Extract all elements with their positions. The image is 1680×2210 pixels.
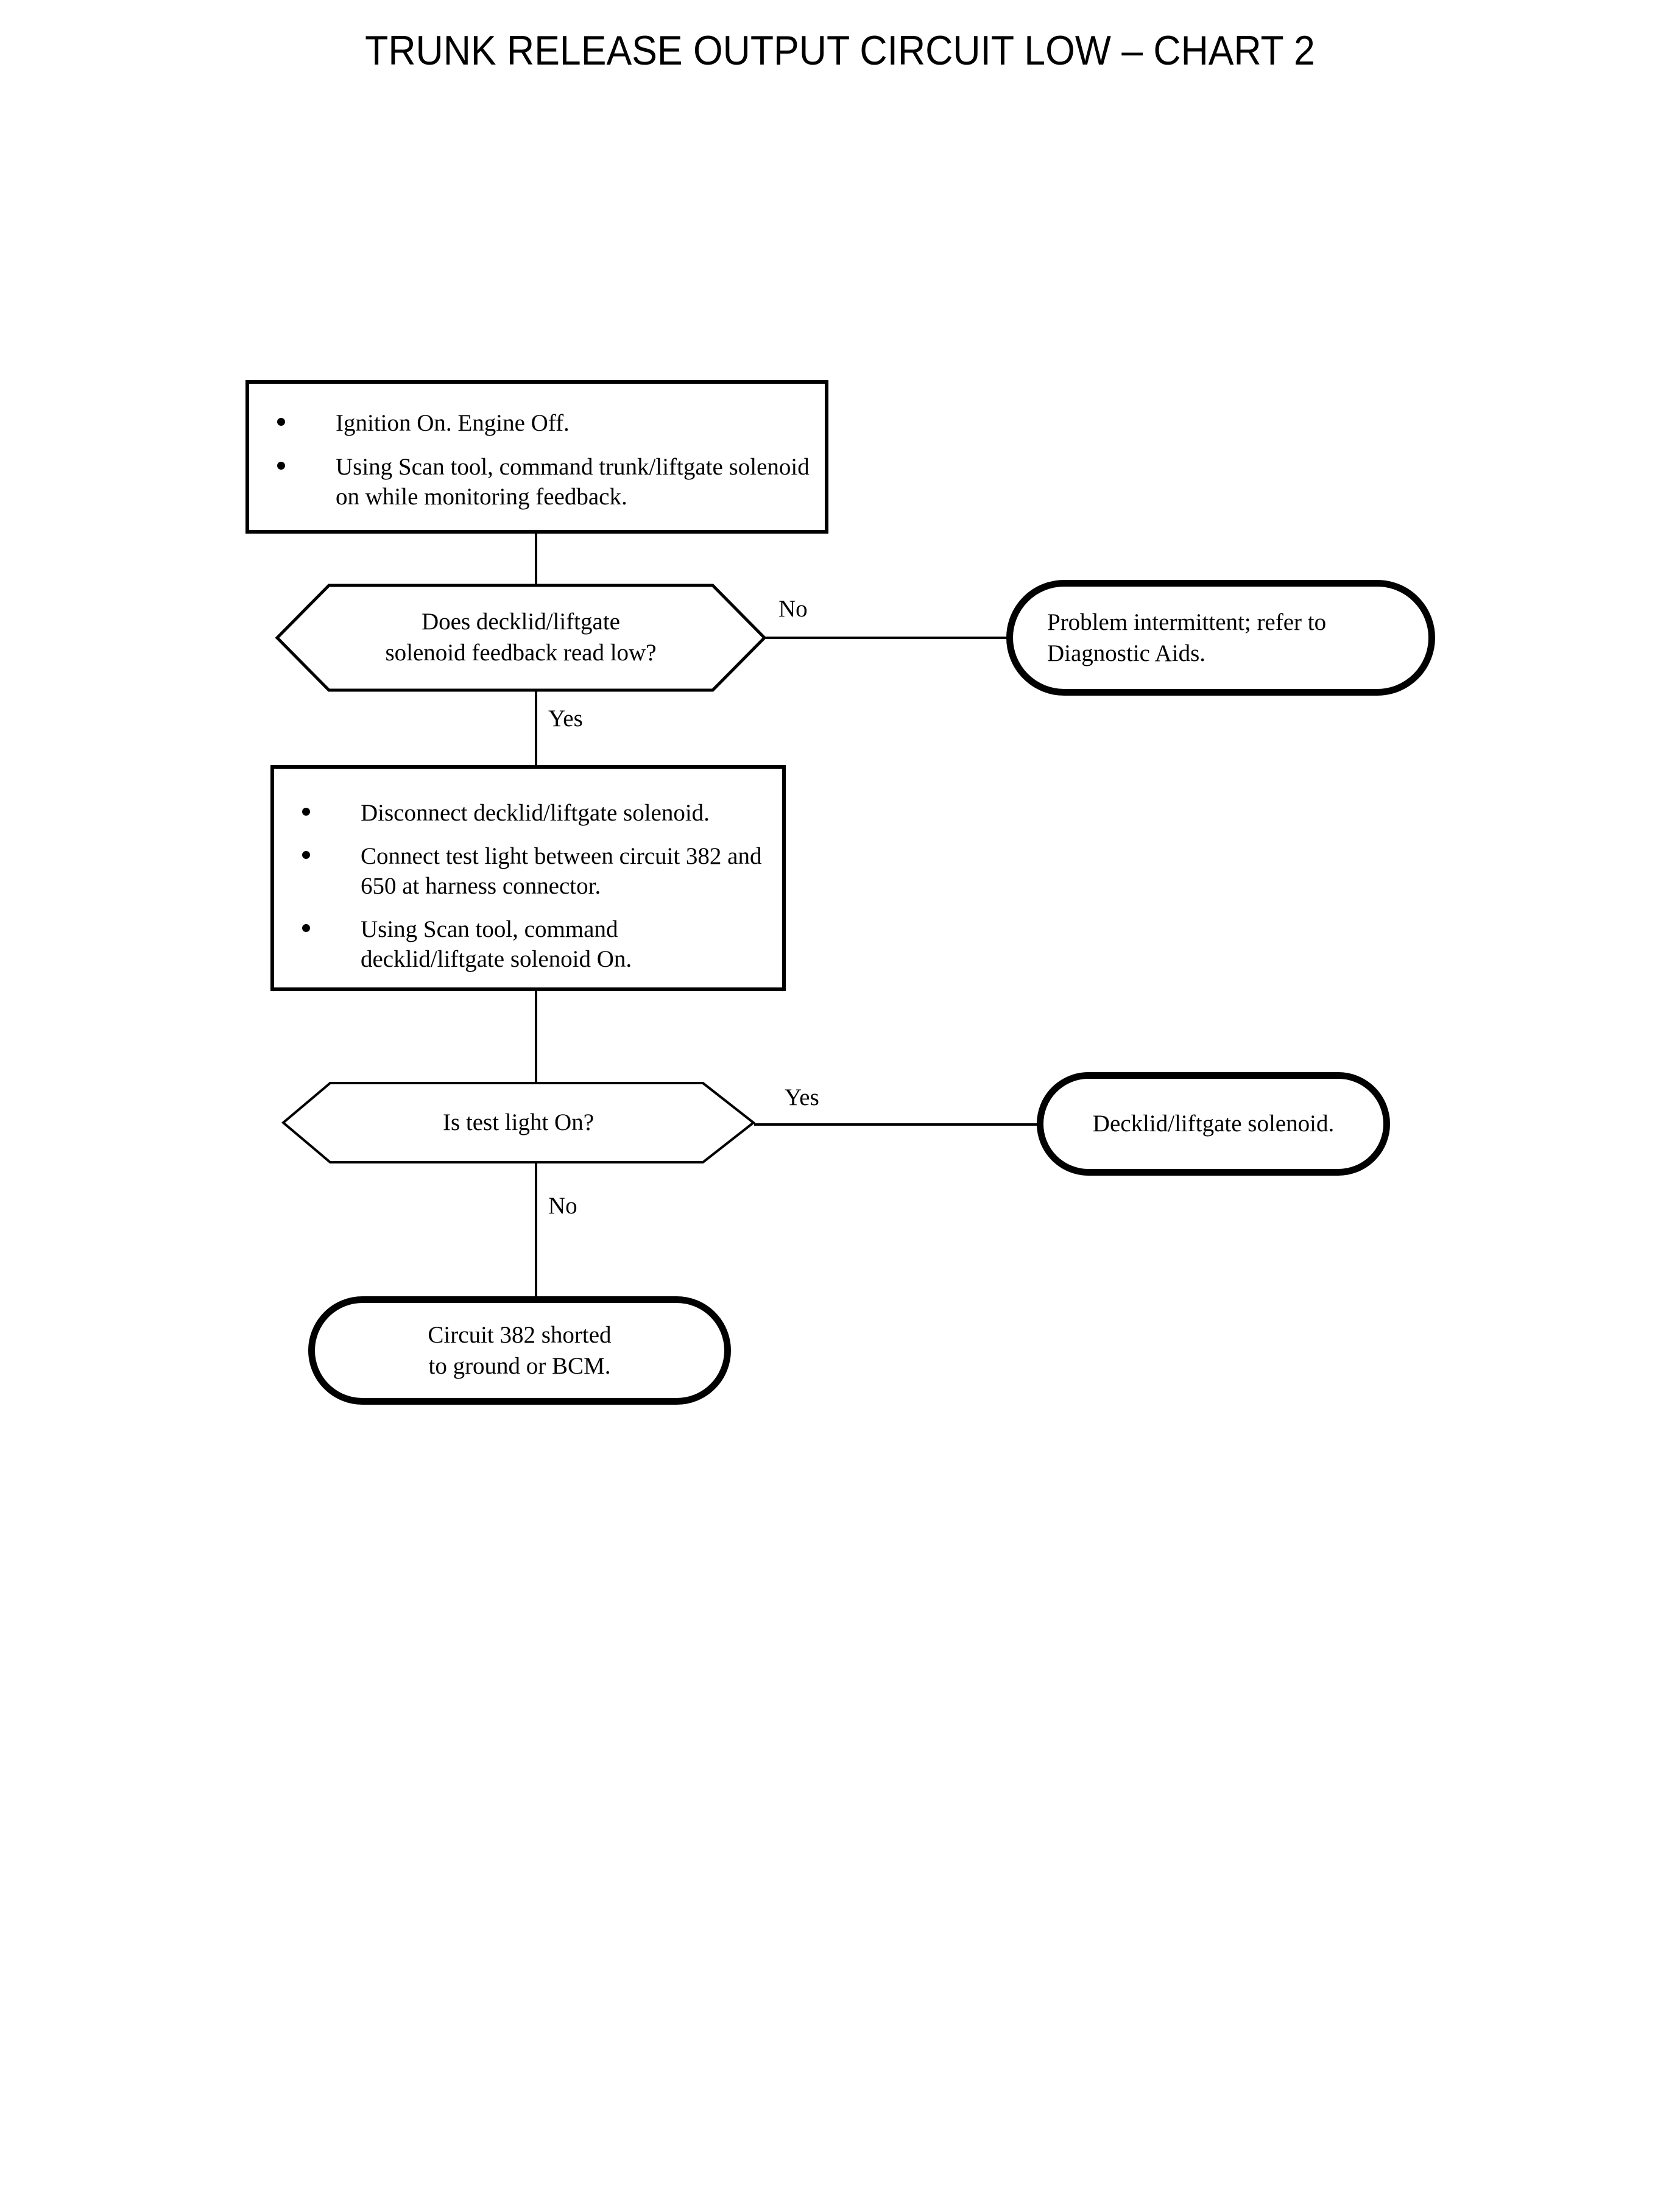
bullet-icon — [302, 808, 310, 816]
bullet-list: Ignition On. Engine Off. Using Scan tool… — [264, 408, 810, 512]
terminal-line-2: Diagnostic Aids. — [1047, 640, 1205, 666]
list-item: Connect test light between circuit 382 a… — [289, 841, 768, 902]
page-title: TRUNK RELEASE OUTPUT CIRCUIT LOW – CHART… — [365, 27, 1315, 74]
connector-decision1-yes-to-step2 — [535, 690, 537, 768]
connector-decision2-no-to-terminal3 — [535, 1162, 537, 1299]
list-item: Using Scan tool, command trunk/liftgate … — [264, 452, 810, 512]
decision-shape-decision2: Is test light On? — [281, 1081, 756, 1164]
bullet-icon — [277, 461, 285, 470]
terminal-problem-intermittent: Problem intermittent; refer to Diagnosti… — [1006, 580, 1435, 696]
connector-decision2-yes-to-terminal2 — [754, 1123, 1040, 1126]
terminal-line-1: Circuit 382 shorted — [428, 1321, 612, 1348]
bullet-icon — [302, 850, 310, 859]
terminal-line-2: to ground or BCM. — [428, 1353, 611, 1379]
process-box-step1: Ignition On. Engine Off. Using Scan tool… — [245, 380, 828, 534]
decision-outline-icon — [275, 584, 767, 692]
terminal-label: Problem intermittent; refer to Diagnosti… — [1047, 607, 1394, 669]
branch-label-yes-decision1: Yes — [548, 705, 583, 732]
bullet-text: Ignition On. Engine Off. — [336, 410, 570, 436]
list-item: Disconnect decklid/liftgate solenoid. — [289, 798, 768, 828]
terminal-line-1: Problem intermittent; refer to — [1047, 609, 1327, 635]
branch-label-no-decision2: No — [548, 1193, 577, 1219]
terminal-label: Circuit 382 shorted to ground or BCM. — [339, 1319, 700, 1382]
bullet-text: Disconnect decklid/liftgate solenoid. — [361, 800, 710, 826]
list-item: Ignition On. Engine Off. — [264, 408, 810, 439]
connector-step1-to-decision1 — [535, 532, 537, 587]
terminal-decklid-liftgate-solenoid: Decklid/liftgate solenoid. — [1037, 1072, 1390, 1176]
terminal-circuit-382-shorted: Circuit 382 shorted to ground or BCM. — [308, 1296, 731, 1405]
terminal-line-1: Decklid/liftgate solenoid. — [1092, 1110, 1335, 1137]
bullet-text: Using Scan tool, command decklid/liftgat… — [361, 916, 632, 973]
branch-label-yes-decision2: Yes — [785, 1084, 819, 1110]
process-box-step2: Disconnect decklid/liftgate solenoid. Co… — [270, 765, 786, 991]
connector-step2-to-decision2 — [535, 991, 537, 1084]
branch-label-no-decision1: No — [778, 596, 808, 622]
bullet-icon — [277, 418, 285, 426]
bullet-icon — [302, 923, 310, 932]
decision-outline-icon — [281, 1082, 756, 1163]
bullet-text: Using Scan tool, command trunk/liftgate … — [336, 453, 810, 510]
decision-shape-decision1: Does decklid/liftgate solenoid feedback … — [275, 584, 767, 692]
terminal-label: Decklid/liftgate solenoid. — [1068, 1108, 1359, 1139]
connector-decision1-no-to-terminal1 — [765, 637, 1009, 639]
bullet-text: Connect test light between circuit 382 a… — [361, 842, 762, 900]
list-item: Using Scan tool, command decklid/liftgat… — [289, 914, 768, 975]
bullet-list: Disconnect decklid/liftgate solenoid. Co… — [289, 798, 768, 975]
